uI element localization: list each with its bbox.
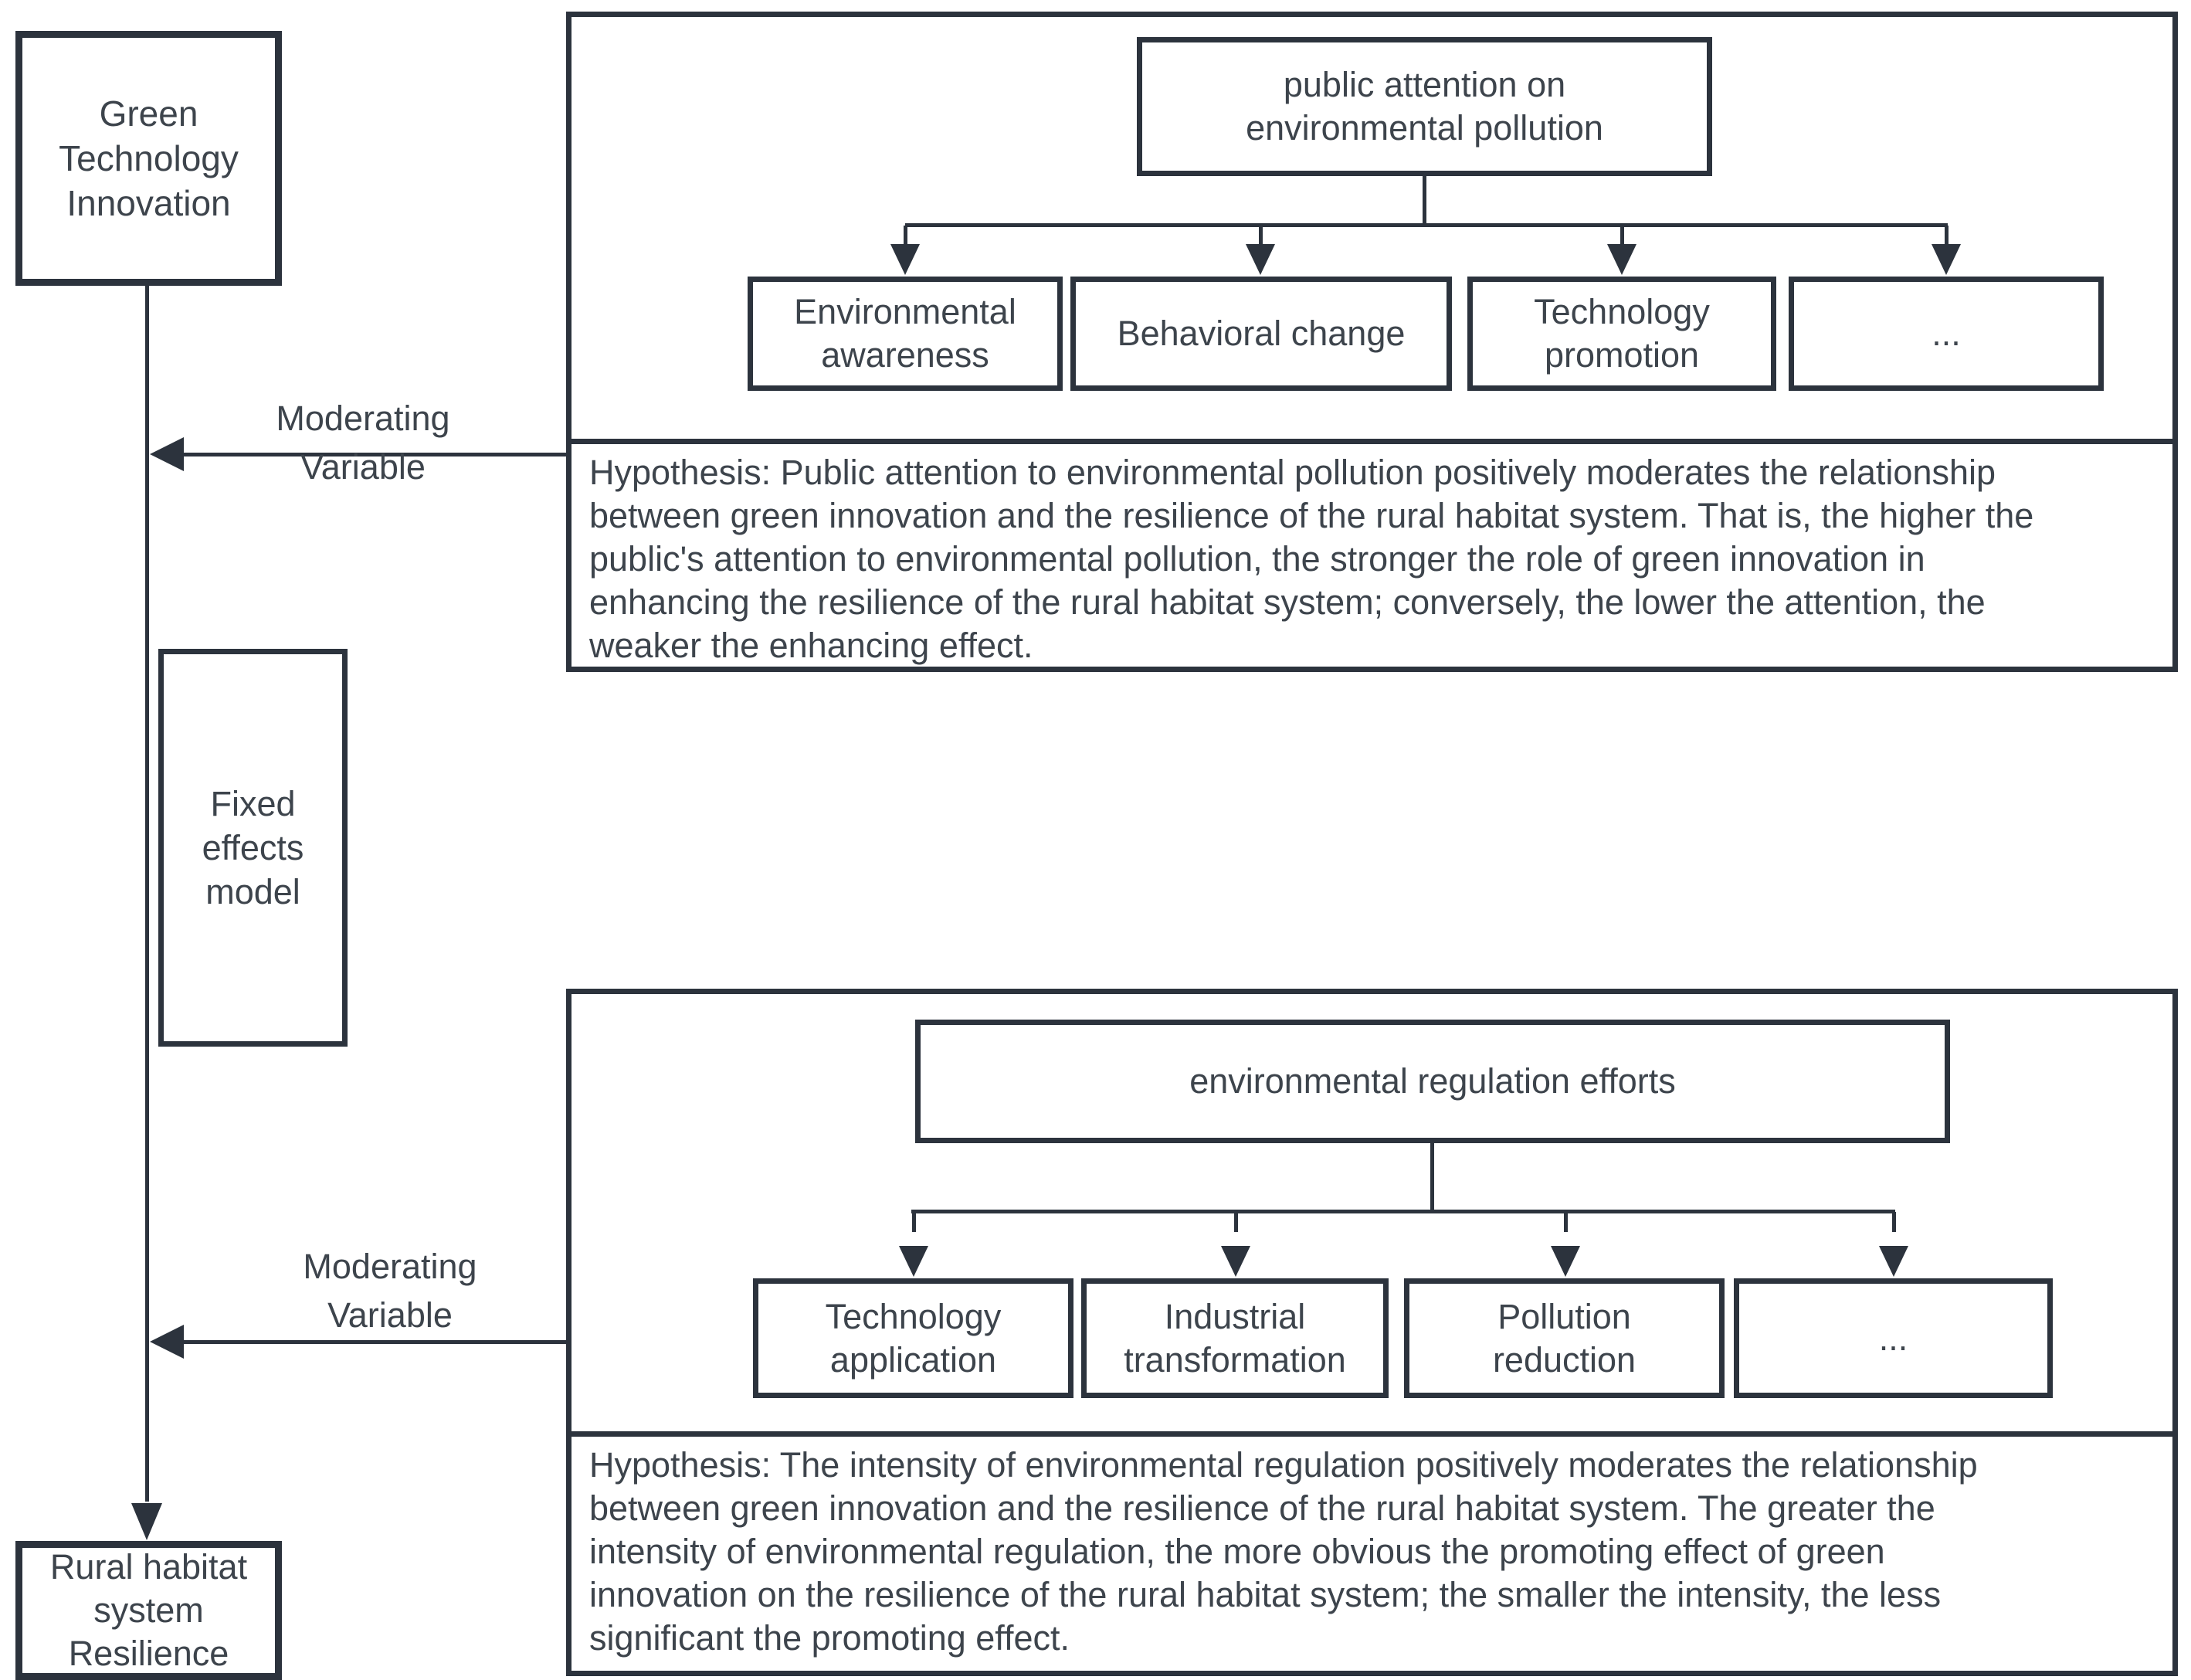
child-box-technology-promotion: Technology promotion [1467,277,1776,391]
top-hypothesis-line2: between green innovation and the resilie… [589,496,2034,535]
technology-promotion-line1: Technology [1534,292,1710,331]
moderating-arrowhead-left-icon-bottom [150,1325,184,1359]
moderating-variable-label-top: Moderating Variable [247,394,479,491]
environmental-awareness-line2: awareness [821,335,989,375]
technology-promotion-line2: promotion [1544,335,1700,375]
moderating-arrow-line-bottom [182,1340,566,1344]
rural-box-line2: system [93,1590,204,1630]
bottom-arrowhead-down-icon-1 [899,1246,928,1277]
top-arrowhead-down-icon-4 [1932,244,1961,275]
bottom-hypothesis-line2: between green innovation and the resilie… [589,1488,1935,1528]
rural-box-line1: Rural habitat [49,1547,248,1587]
environmental-awareness-line1: Environmental [794,292,1016,331]
bottom-arrow-stub-4 [1892,1212,1896,1232]
industrial-transformation-line1: Industrial [1164,1296,1306,1336]
green-technology-innovation-box: Green Technology Innovation [15,31,282,286]
moderating-arrow-line-top [182,453,566,456]
top-hypothesis-line1: Hypothesis: Public attention to environm… [589,453,1996,492]
behavioral-change-line1: Behavioral change [1117,314,1406,353]
top-arrow-stub-1 [904,226,907,246]
top-arrow-stub-2 [1259,226,1263,246]
fixed-box-line1: Fixed [210,784,296,823]
bottom-hypothesis-frame [566,1431,2178,1676]
environmental-regulation-line1: environmental regulation efforts [1189,1061,1676,1101]
top-arrowhead-down-icon-3 [1607,244,1636,275]
ellipsis-top-line1: ... [1932,314,1961,353]
trunk-connector-line [145,284,149,1502]
bottom-arrowhead-down-icon-3 [1551,1246,1580,1277]
top-arrow-stub-3 [1620,226,1624,246]
bottom-arrowhead-down-icon-2 [1221,1246,1250,1277]
environmental-regulation-box: environmental regulation efforts [915,1020,1950,1143]
moderating-variable-label-bottom: Moderating Variable [274,1242,506,1339]
bottom-arrow-stub-1 [912,1212,916,1232]
bottom-arrow-stub-3 [1564,1212,1568,1232]
industrial-transformation-line2: transformation [1124,1339,1346,1380]
fixed-box-line3: model [205,872,300,911]
green-box-line3: Innovation [66,183,231,223]
public-attention-box: public attention on environmental pollut… [1137,37,1712,176]
top-arrowhead-down-icon-1 [890,244,920,275]
top-arrow-stub-4 [1945,226,1948,246]
top-distribution-line [905,223,1948,227]
child-box-ellipsis-top: ... [1789,277,2104,391]
public-attention-line1: public attention on [1283,65,1566,104]
moderating-label-top-line2: Variable [300,447,426,487]
moderating-arrowhead-left-icon-top [150,437,184,471]
bottom-hypothesis-text: Hypothesis: The intensity of environment… [566,1431,2178,1676]
bottom-distribution-line [911,1210,1895,1213]
pollution-reduction-line1: Pollution [1497,1296,1631,1336]
moderating-label-bottom-line1: Moderating [303,1247,477,1286]
green-box-line2: Technology [59,138,239,178]
moderating-label-top-line1: Moderating [276,399,450,438]
child-box-behavioral-change: Behavioral change [1070,277,1452,391]
child-box-environmental-awareness: Environmental awareness [748,277,1063,391]
green-box-line1: Green [99,93,198,134]
top-parent-stub-line [1423,176,1426,226]
bottom-hypothesis-line4: innovation on the resilience of the rura… [589,1575,1942,1614]
ellipsis-bottom-line1: ... [1878,1318,1908,1358]
child-box-technology-application: Technology application [753,1278,1073,1398]
bottom-hypothesis-line1: Hypothesis: The intensity of environment… [589,1445,1978,1485]
child-box-ellipsis-bottom: ... [1734,1278,2053,1398]
top-hypothesis-line4: enhancing the resilience of the rural ha… [589,582,1986,622]
child-box-pollution-reduction: Pollution reduction [1404,1278,1725,1398]
top-hypothesis-line5: weaker the enhancing effect. [589,626,1033,665]
moderating-label-bottom-line2: Variable [327,1295,453,1335]
rural-box-line3: Resilience [68,1634,229,1673]
top-hypothesis-frame [566,439,2178,672]
bottom-hypothesis-line5: significant the promoting effect. [589,1618,1070,1658]
trunk-arrowhead-down-icon [131,1503,162,1540]
child-box-industrial-transformation: Industrial transformation [1081,1278,1389,1398]
bottom-arrow-stub-2 [1234,1212,1238,1232]
public-attention-line2: environmental pollution [1246,108,1603,148]
bottom-arrowhead-down-icon-4 [1879,1246,1908,1277]
top-arrowhead-down-icon-2 [1246,244,1275,275]
top-hypothesis-line3: public's attention to environmental poll… [589,539,1925,579]
top-hypothesis-text: Hypothesis: Public attention to environm… [566,439,2178,672]
pollution-reduction-line2: reduction [1492,1339,1636,1380]
technology-application-line1: Technology [825,1296,1002,1336]
bottom-parent-stub-line [1430,1143,1434,1213]
technology-application-line2: application [829,1339,997,1380]
fixed-box-line2: effects [202,828,304,867]
rural-habitat-resilience-box: Rural habitat system Resilience [15,1541,282,1680]
bottom-hypothesis-line3: intensity of environmental regulation, t… [589,1532,1885,1571]
fixed-effects-model-box: Fixed effects model [158,649,348,1047]
